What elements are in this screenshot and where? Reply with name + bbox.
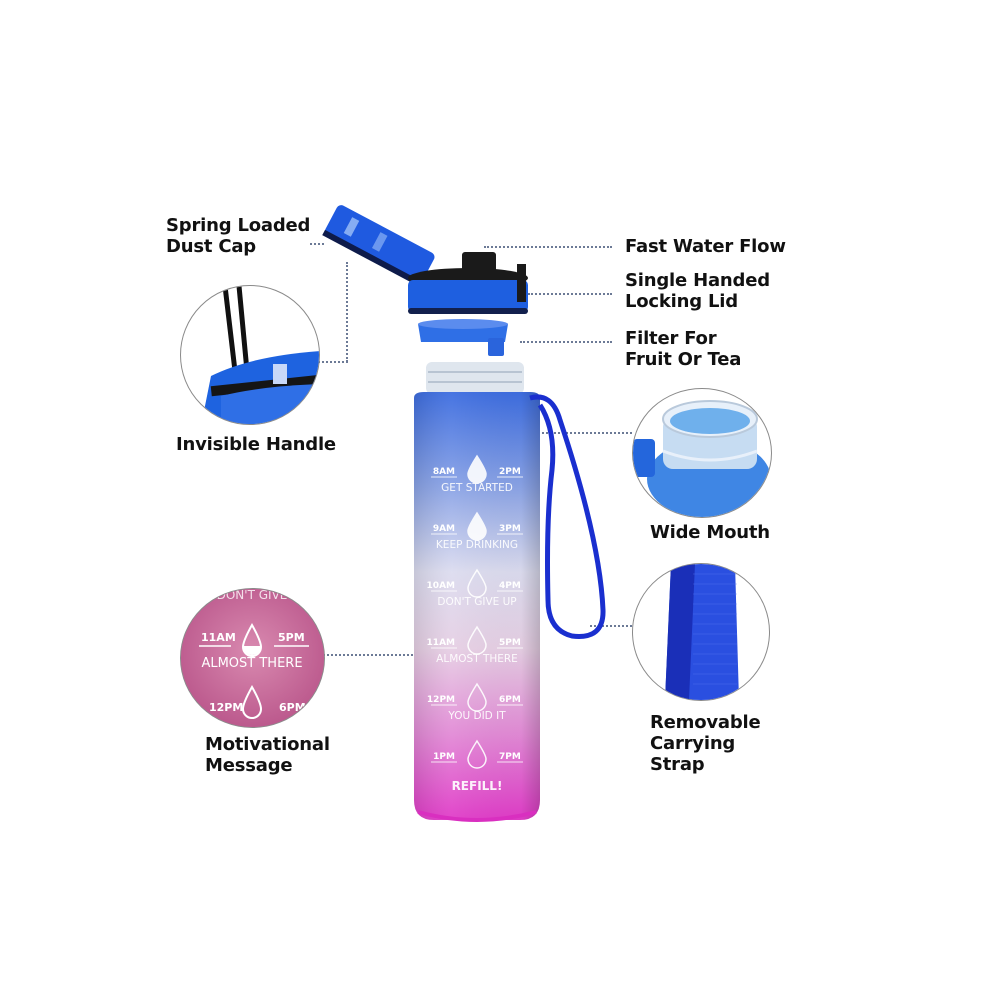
leader-motivational — [323, 654, 433, 656]
marking-message: REFILL! — [452, 779, 503, 793]
leader-fast-water-flow — [484, 246, 612, 248]
zoom-text-left-time: 11AM — [201, 631, 236, 644]
marking-left-time: 8AM — [433, 467, 455, 477]
marking-left-time: 9AM — [433, 524, 455, 534]
leader-filter — [520, 341, 612, 343]
marking-message: ALMOST THERE — [436, 653, 518, 665]
label-single-handed-locking-lid: Single Handed Locking Lid — [625, 270, 770, 312]
water-drop-icon — [467, 682, 487, 712]
detail-circle-wide-mouth — [632, 388, 772, 518]
marking-left-time: 12PM — [427, 695, 455, 705]
water-drop-icon — [467, 568, 487, 598]
marking-message: DON'T GIVE UP — [437, 596, 516, 608]
wide-mouth-illustration — [633, 400, 771, 517]
marking-right-time: 7PM — [499, 752, 521, 762]
motivational-zoom-illustration: DON'T GIVE 11AM 5PM ALMOST THERE 12PM 6P… — [181, 589, 324, 727]
leader-handle-horizontal — [318, 361, 348, 363]
marking-right-time: 3PM — [499, 524, 521, 534]
bottle-markings: 8AM 2PM GET STARTED 9AM 3PM KEEP DRINKING 10AM… — [427, 454, 523, 793]
label-removable-carrying-strap: Removable Carrying Strap — [650, 712, 761, 775]
detail-circle-motivational: DON'T GIVE 11AM 5PM ALMOST THERE 12PM 6P… — [180, 588, 325, 728]
marking-right-time: 5PM — [499, 638, 521, 648]
zoom-text-message: ALMOST THERE — [201, 656, 302, 671]
water-drop-icon — [467, 454, 487, 484]
label-filter-for-fruit-or-tea: Filter For Fruit Or Tea — [625, 328, 742, 370]
zoom-text-top: DON'T GIVE — [217, 588, 288, 602]
marking-right-time: 2PM — [499, 467, 521, 477]
marking-message: GET STARTED — [441, 482, 513, 494]
marking-left-time: 10AM — [427, 581, 455, 591]
label-spring-loaded-dust-cap: Spring Loaded Dust Cap — [166, 215, 311, 257]
leader-handle-vertical — [346, 262, 348, 362]
leader-locking-lid — [528, 293, 612, 295]
water-drop-icon — [467, 511, 487, 541]
zoom-text-bottom-left: 12PM — [209, 701, 243, 714]
strap-detail-illustration — [665, 564, 739, 700]
dust-cap — [322, 205, 435, 287]
label-invisible-handle: Invisible Handle — [176, 434, 336, 455]
detail-circle-strap — [632, 563, 770, 701]
leader-dust-cap-stub — [310, 243, 324, 245]
marking-right-time: 4PM — [499, 581, 521, 591]
marking-left-time: 11AM — [427, 638, 455, 648]
marking-left-time: 1PM — [433, 752, 455, 762]
detail-circle-handle — [180, 285, 320, 425]
label-wide-mouth: Wide Mouth — [650, 522, 770, 543]
handle-detail-illustration — [201, 286, 319, 424]
marking-message: YOU DID IT — [447, 710, 506, 722]
label-fast-water-flow: Fast Water Flow — [625, 236, 786, 257]
leader-strap — [590, 625, 632, 627]
fruit-filter — [418, 324, 508, 342]
water-drop-icon — [467, 739, 487, 769]
marking-right-time: 6PM — [499, 695, 521, 705]
marking-message: KEEP DRINKING — [436, 539, 518, 551]
carrying-strap — [529, 394, 606, 639]
zoom-text-right-time: 5PM — [278, 631, 305, 644]
label-motivational-message: Motivational Message — [205, 734, 330, 776]
locking-lid — [408, 280, 528, 312]
water-drop-icon — [467, 625, 487, 655]
zoom-text-bottom-right: 6PM — [279, 701, 306, 714]
